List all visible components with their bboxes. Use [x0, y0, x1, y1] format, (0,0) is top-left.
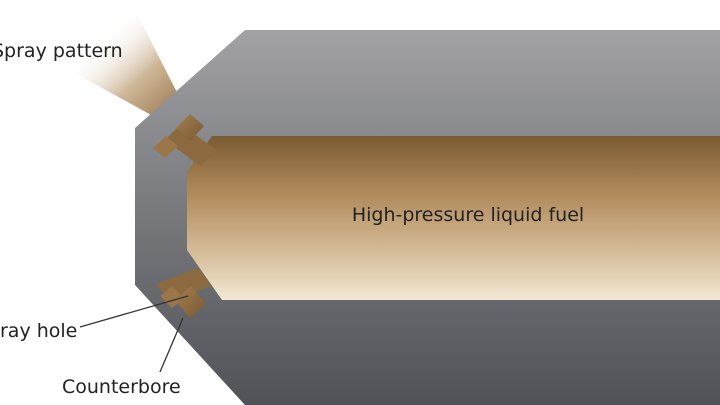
lower-spray-hole — [156, 268, 212, 318]
fuel-label: High-pressure liquid fuel — [352, 204, 584, 226]
counterbore-leader — [159, 317, 184, 373]
spray-hole-label: ray hole — [0, 320, 77, 342]
spray-plume — [60, 10, 190, 128]
counterbore-label: Counterbore — [62, 376, 181, 398]
upper-spray-hole — [153, 114, 216, 166]
spray-hole-leader — [79, 295, 189, 328]
fuel-passage — [187, 136, 720, 300]
spray-pattern-label: Spray pattern — [0, 40, 123, 62]
